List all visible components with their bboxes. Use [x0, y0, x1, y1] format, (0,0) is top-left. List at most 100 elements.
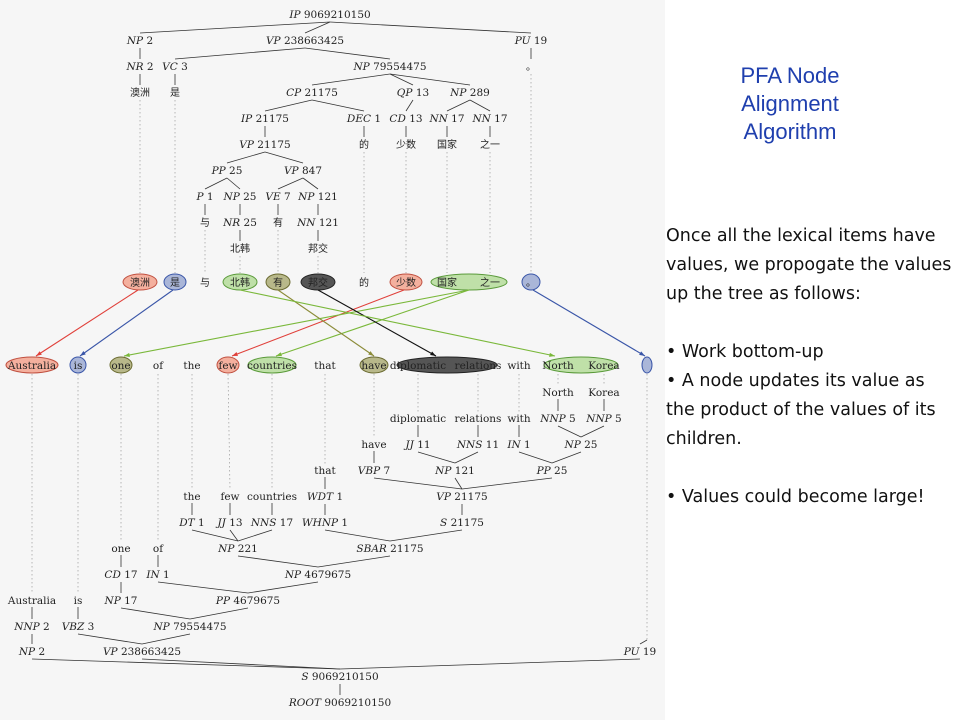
english-word: North [542, 360, 574, 372]
align-arrow-few [231, 289, 405, 357]
english-leaf-word: have [361, 439, 386, 451]
english-word: the [183, 360, 200, 372]
english-node-in1b: IN 1 [506, 439, 530, 451]
english-tree-edge [580, 425, 605, 438]
english-node-np795e: NP 79554475 [152, 621, 226, 633]
chinese-node-np795: NP 79554475 [352, 61, 426, 73]
chinese-node-p1: P 1 [195, 191, 213, 203]
chinese-word: 。 [526, 62, 536, 73]
chinese-word: 是 [170, 87, 180, 99]
english-tree-edge [389, 529, 463, 542]
english-bubble [359, 356, 389, 374]
english-node-nns17: NNS 17 [250, 517, 293, 529]
align-arrow-countries-head [276, 352, 282, 357]
english-word: diplomatic [390, 360, 446, 372]
english-tree-edge [417, 451, 456, 464]
chinese-bubble [521, 273, 541, 291]
english-tree-edge [191, 529, 239, 542]
english-node-np121e: NP 121 [434, 465, 475, 477]
intro-text: Once all the lexical items have values, … [666, 226, 952, 304]
english-bubble-period [641, 356, 653, 374]
chinese-tree-edge [389, 73, 471, 86]
english-tree-edge [557, 425, 582, 438]
english-bubble [5, 356, 59, 374]
chinese-tree-edge [302, 177, 319, 190]
chinese-bubble-label: 国家 [437, 276, 457, 289]
english-word: countries [247, 360, 297, 372]
chinese-tree-edge [204, 177, 228, 190]
english-leaf-word: is [74, 595, 83, 607]
chinese-node-vp238: VP 238663425 [266, 35, 344, 47]
english-node-nnp5a: NNP 5 [539, 413, 575, 425]
english-word: is [74, 360, 83, 372]
chinese-word: 北韩 [230, 242, 250, 255]
english-tree-edge [339, 658, 641, 670]
english-node-pu19e: PU 19 [623, 646, 656, 658]
align-arrow-north [239, 289, 556, 357]
chinese-tree-edge [264, 151, 304, 164]
align-arrow-diplomatic-head [430, 351, 436, 356]
bullet-3: • Values could become large! [666, 487, 925, 507]
english-leaf-word: few [220, 491, 239, 503]
english-node-wdt1: WDT 1 [307, 491, 343, 503]
english-tree-edge [31, 658, 341, 670]
chinese-node-vc3: VC 3 [162, 61, 188, 73]
chinese-node-nn17a: NN 17 [428, 113, 464, 125]
english-node-np17: NP 17 [104, 595, 138, 607]
english-tree-edge [373, 477, 463, 490]
english-node-nns11: NNS 11 [456, 439, 499, 451]
chinese-tree-edge [304, 47, 391, 60]
english-word: one [111, 360, 130, 372]
english-tree-edge [141, 658, 341, 670]
chinese-bubble-label: 有 [273, 276, 283, 289]
chinese-node-pp25: PP 25 [211, 165, 243, 177]
english-node-dt1: DT 1 [178, 517, 204, 529]
chinese-word: 澳洲 [130, 86, 150, 99]
align-arrow-north-head [549, 352, 555, 357]
english-bubble [109, 356, 133, 374]
english-word: Korea [588, 360, 619, 372]
chinese-bubble [122, 273, 158, 291]
bullet-2-text: A node updates its value as the product … [666, 371, 936, 449]
english-node-np467: NP 4679675 [284, 569, 351, 581]
chinese-tree-edge [311, 73, 391, 86]
chinese-bubble-label: 少数 [396, 276, 416, 289]
english-node-s21175: S 21175 [440, 517, 484, 529]
english-tree-edge [324, 529, 391, 542]
chinese-bubble-label: 澳洲 [130, 276, 150, 289]
english-bubble [216, 356, 240, 374]
english-leaf-word: Korea [588, 387, 619, 399]
english-tree-edge [317, 555, 391, 568]
english-word: relations [455, 360, 502, 372]
align-arrow-countries [275, 289, 470, 357]
chinese-word: 与 [200, 217, 210, 229]
english-word: that [314, 360, 336, 372]
english-tree-edge [120, 607, 191, 620]
chinese-bubble-label: 北韩 [230, 276, 250, 289]
chinese-tree-edge [329, 21, 532, 34]
bullet-3-text: Values could become large! [681, 487, 925, 507]
chinese-node-nn17b: NN 17 [471, 113, 507, 125]
chinese-node-ip0: IP 9069210150 [288, 9, 370, 21]
english-node-jj13: JJ 13 [215, 517, 242, 529]
english-word: of [153, 360, 164, 372]
chinese-bubble-label: 的 [359, 276, 369, 289]
english-tree-edge [77, 633, 143, 645]
chinese-node-nr25: NR 25 [222, 217, 257, 229]
chinese-bubble-label: 与 [200, 277, 210, 289]
english-tree-edge [237, 529, 273, 542]
chinese-bubble [163, 273, 187, 291]
english-word: have [361, 360, 386, 372]
align-arrow-australia [35, 289, 139, 357]
chinese-node-np2: NP 2 [126, 35, 153, 47]
english-tree-edge [461, 477, 553, 490]
english-node-nnp2: NNP 2 [13, 621, 49, 633]
english-leaf-word: relations [455, 413, 502, 425]
align-arrow-is-head [80, 351, 86, 356]
english-leaf-word: Australia [7, 595, 56, 607]
english-node-in1a: IN 1 [145, 569, 169, 581]
english-leaf-word: with [507, 413, 531, 425]
chinese-word: 有 [273, 216, 283, 229]
chinese-bubble-label: 之一 [480, 276, 500, 289]
